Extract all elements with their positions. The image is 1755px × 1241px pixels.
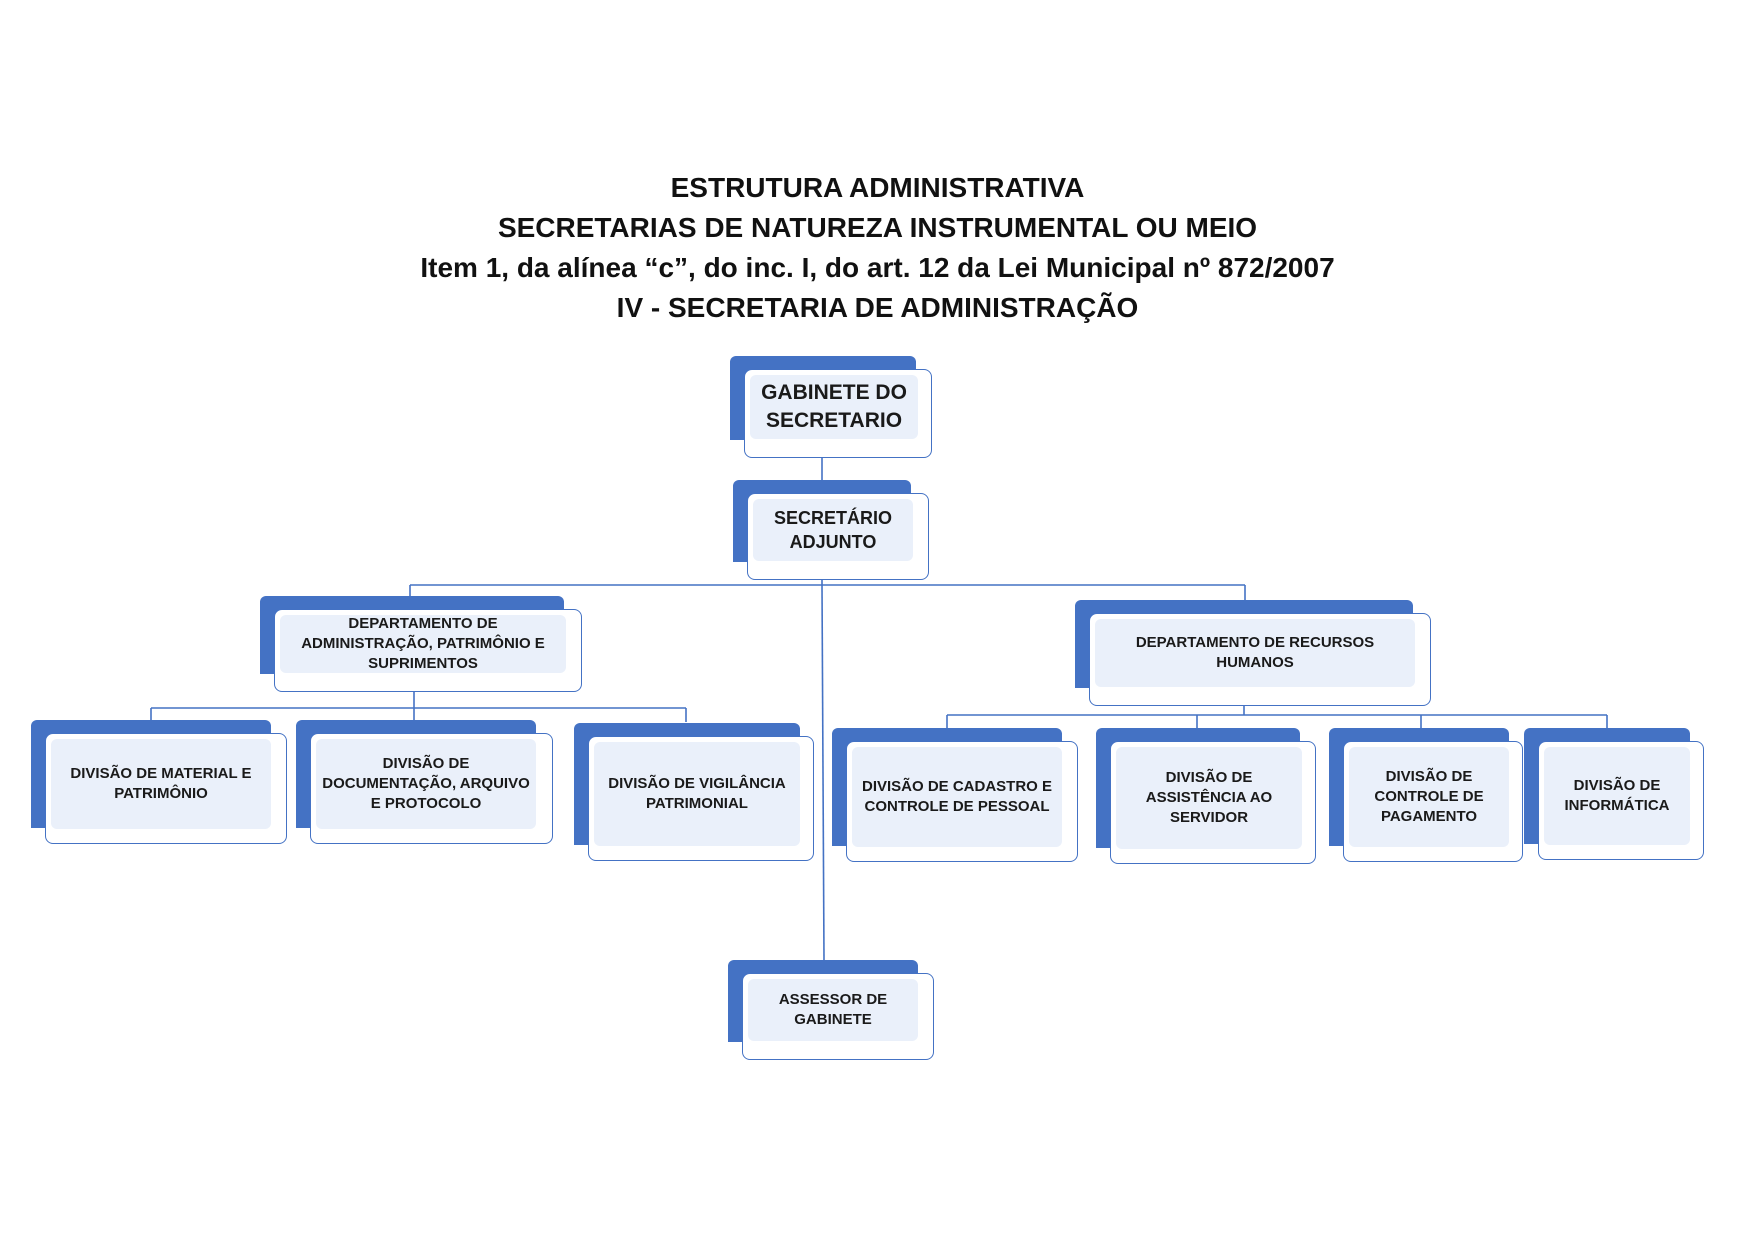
node-div-vigilancia-label: DIVISÃO DE VIGILÂNCIA PATRIMONIAL <box>594 742 800 846</box>
node-div-assistencia-label: DIVISÃO DE ASSISTÊNCIA AO SERVIDOR <box>1116 747 1302 849</box>
node-div-cadastro: DIVISÃO DE CADASTRO E CONTROLE DE PESSOA… <box>832 728 1078 862</box>
node-div-material-label: DIVISÃO DE MATERIAL E PATRIMÔNIO <box>51 739 271 829</box>
node-dep-admin-label: DEPARTAMENTO DE ADMINISTRAÇÃO, PATRIMÔNI… <box>280 615 566 673</box>
node-div-informatica-label: DIVISÃO DE INFORMÁTICA <box>1544 747 1690 845</box>
node-div-cadastro-label: DIVISÃO DE CADASTRO E CONTROLE DE PESSOA… <box>852 747 1062 847</box>
node-dep-rh-label: DEPARTAMENTO DE RECURSOS HUMANOS <box>1095 619 1415 687</box>
node-div-pagamento: DIVISÃO DE CONTROLE DE PAGAMENTO <box>1329 728 1523 862</box>
node-div-documentacao: DIVISÃO DE DOCUMENTAÇÃO, ARQUIVO E PROTO… <box>296 720 553 844</box>
diagram-title: ESTRUTURA ADMINISTRATIVA SECRETARIAS DE … <box>0 168 1755 328</box>
node-dep-rh: DEPARTAMENTO DE RECURSOS HUMANOS <box>1075 600 1431 706</box>
node-div-vigilancia: DIVISÃO DE VIGILÂNCIA PATRIMONIAL <box>574 723 814 861</box>
node-gabinete-label: GABINETE DO SECRETARIO <box>750 375 918 439</box>
node-adjunto: SECRETÁRIO ADJUNTO <box>733 480 929 580</box>
node-adjunto-label: SECRETÁRIO ADJUNTO <box>753 499 913 561</box>
node-div-pagamento-label: DIVISÃO DE CONTROLE DE PAGAMENTO <box>1349 747 1509 847</box>
title-line-4: IV - SECRETARIA DE ADMINISTRAÇÃO <box>616 292 1139 323</box>
node-assessor: ASSESSOR DE GABINETE <box>728 960 934 1060</box>
node-div-documentacao-label: DIVISÃO DE DOCUMENTAÇÃO, ARQUIVO E PROTO… <box>316 739 536 829</box>
title-line-1: ESTRUTURA ADMINISTRATIVA <box>670 172 1085 203</box>
node-assessor-label: ASSESSOR DE GABINETE <box>748 979 918 1041</box>
node-div-material: DIVISÃO DE MATERIAL E PATRIMÔNIO <box>31 720 287 844</box>
title-line-2: SECRETARIAS DE NATUREZA INSTRUMENTAL OU … <box>497 212 1258 243</box>
node-dep-admin: DEPARTAMENTO DE ADMINISTRAÇÃO, PATRIMÔNI… <box>260 596 582 692</box>
node-gabinete: GABINETE DO SECRETARIO <box>730 356 932 458</box>
node-div-informatica: DIVISÃO DE INFORMÁTICA <box>1524 728 1704 860</box>
connector-trunk-assessor <box>821 584 825 961</box>
title-line-3: Item 1, da alínea “c”, do inc. I, do art… <box>420 252 1335 283</box>
node-div-assistencia: DIVISÃO DE ASSISTÊNCIA AO SERVIDOR <box>1096 728 1316 864</box>
